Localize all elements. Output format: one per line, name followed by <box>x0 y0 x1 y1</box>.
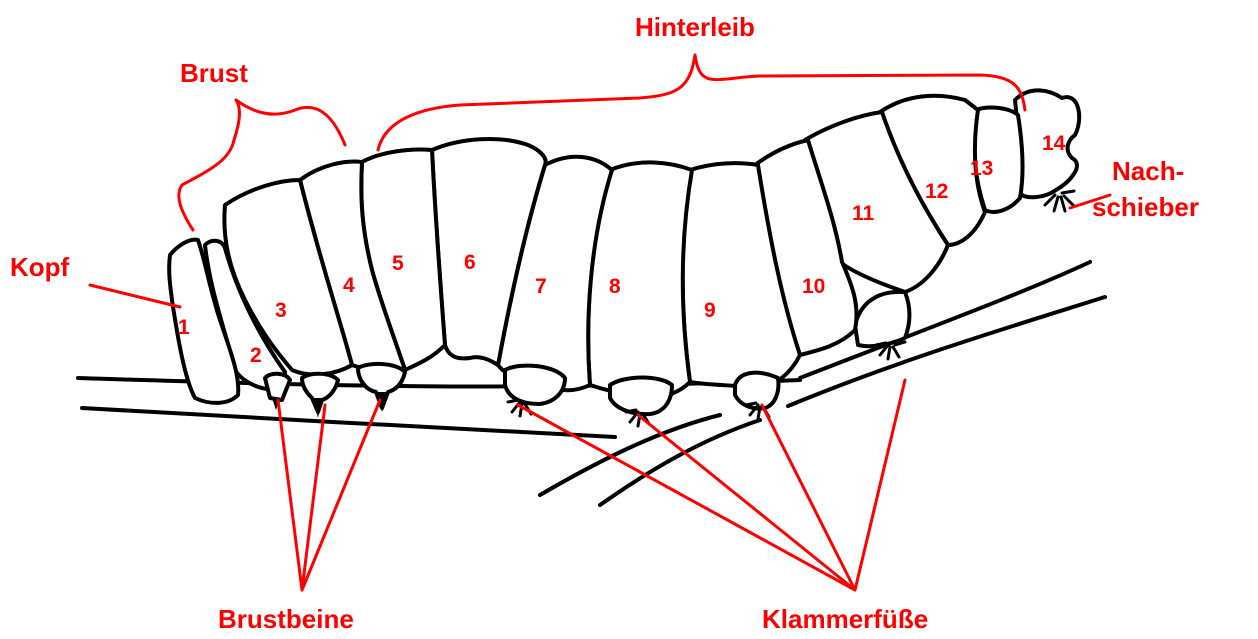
caterpillar-body <box>169 90 1079 426</box>
anal-proleg-label-line1: Nach- <box>1112 156 1184 186</box>
head-leader <box>90 285 180 307</box>
segment-number: 3 <box>275 299 287 322</box>
thoracic-legs-leaders <box>278 400 380 590</box>
proleg-7-shape <box>505 366 565 404</box>
segment-number: 9 <box>704 299 716 322</box>
segment-number: 12 <box>925 180 948 203</box>
proleg-8-shape <box>610 378 672 415</box>
segment-number: 10 <box>802 275 825 298</box>
segment-number: 13 <box>970 157 993 180</box>
thoracic-legs-label: Brustbeine <box>218 604 354 634</box>
anal-proleg-label-line2: schieber <box>1092 192 1199 222</box>
prolegs-label: Klammerfüße <box>762 604 928 634</box>
segment-number: 4 <box>343 274 355 297</box>
segment-number: 14 <box>1042 132 1066 155</box>
thorax-label: Brust <box>180 58 248 88</box>
head-label: Kopf <box>10 252 70 282</box>
prolegs-leaders <box>518 380 905 590</box>
segment-number: 6 <box>464 251 476 274</box>
segment-number: 11 <box>852 202 875 225</box>
segment-number: 8 <box>609 275 621 298</box>
thoracic-leg-1-shape <box>265 374 290 400</box>
abdomen-label: Hinterleib <box>635 12 755 42</box>
segment-number: 2 <box>250 344 262 367</box>
segment-number: 7 <box>535 275 547 298</box>
proleg-10-shape <box>855 292 910 346</box>
segment-number: 5 <box>392 252 404 275</box>
segment-number: 1 <box>178 316 190 339</box>
